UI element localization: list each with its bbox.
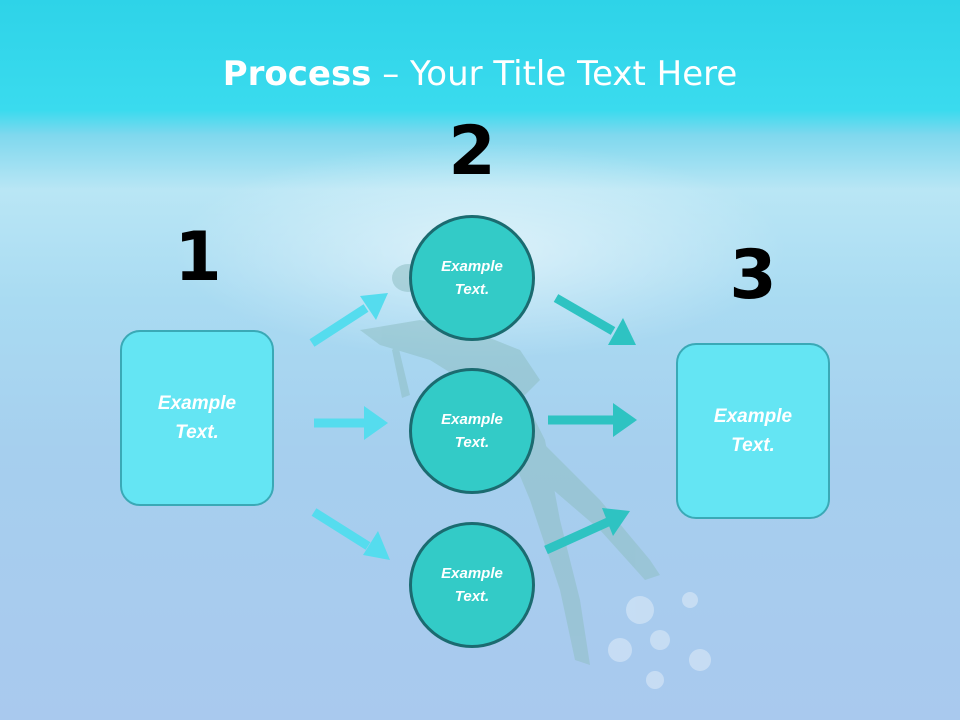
- title-rest: – Your Title Text Here: [371, 54, 738, 94]
- step-2-circle-top: Example Text.: [409, 215, 535, 341]
- step-number-3: 3: [729, 236, 777, 315]
- arrow-left-up: [309, 293, 388, 347]
- step-1-box: Example Text.: [120, 330, 274, 506]
- arrow-right-middle: [548, 403, 637, 437]
- step-number-2: 2: [448, 112, 496, 191]
- step-1-text-line-1: Example: [157, 393, 237, 414]
- step-3-text-line-2: Text.: [731, 435, 775, 456]
- circle-top-text-line-1: Example: [441, 258, 503, 275]
- step-3-text-line-1: Example: [713, 406, 793, 427]
- arrow-left-middle: [314, 406, 388, 440]
- step-3-box: Example Text.: [676, 343, 830, 519]
- circle-middle-text-line-2: Text.: [454, 434, 490, 451]
- arrow-left-down: [311, 508, 390, 560]
- title-bold: Process: [222, 54, 372, 94]
- step-2-circle-bottom: Example Text.: [409, 522, 535, 648]
- circle-bottom-text-line-2: Text.: [454, 588, 490, 605]
- step-number-1: 1: [174, 218, 222, 297]
- circle-bottom-text-line-1: Example: [441, 565, 503, 582]
- slide-title: Process – Your Title Text Here: [0, 52, 960, 96]
- circle-middle-text-line-1: Example: [441, 411, 503, 428]
- arrow-right-down: [553, 294, 636, 345]
- step-1-text-line-2: Text.: [175, 422, 219, 443]
- step-2-circle-middle: Example Text.: [409, 368, 535, 494]
- arrow-right-up: [544, 508, 630, 555]
- circle-top-text-line-2: Text.: [454, 281, 490, 298]
